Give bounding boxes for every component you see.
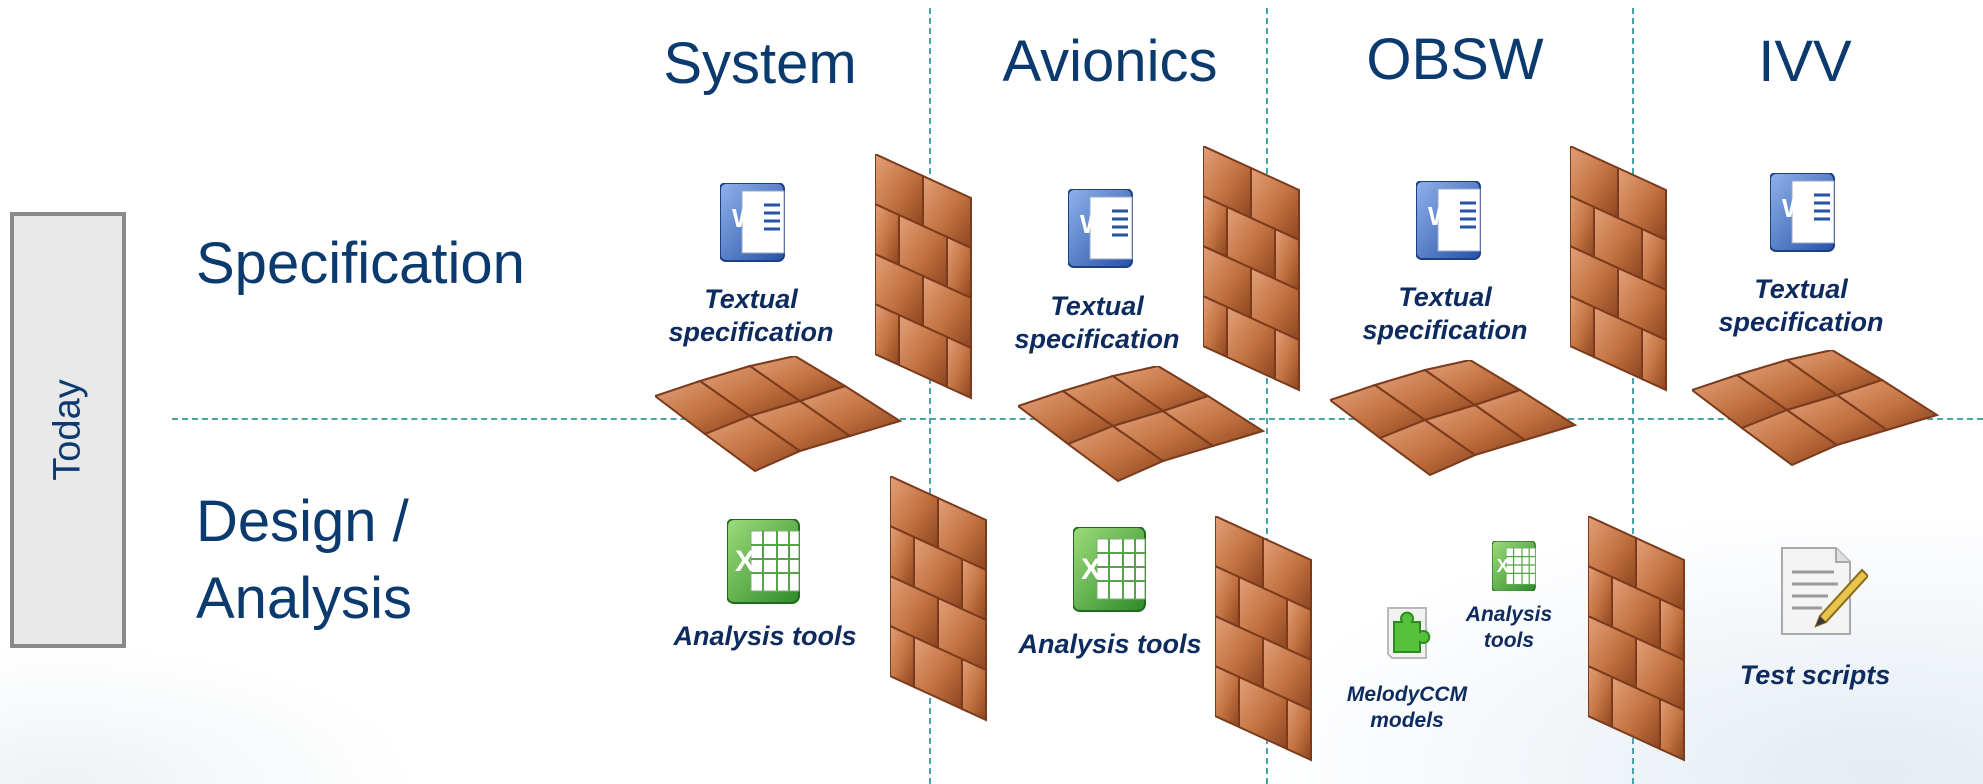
spec-caption-avionics: Textual specification <box>982 290 1212 356</box>
brick-floor-barrier-1 <box>655 356 901 472</box>
column-header-ivv: IVV <box>1758 29 1852 94</box>
column-header-obsw: OBSW <box>1366 27 1544 92</box>
column-header-avionics: Avionics <box>1002 29 1218 94</box>
design-caption-avionics: Analysis tools <box>1018 629 1202 659</box>
row-header-design-line2: Analysis <box>196 566 412 631</box>
spec-caption-line1: Textual <box>1754 274 1848 304</box>
design-caption-ivv: Test scripts <box>1739 660 1891 690</box>
brick-wall-barrier-3 <box>1570 146 1667 391</box>
brick-wall-barrier-5 <box>1215 516 1312 761</box>
row-header-specification: Specification <box>196 231 525 296</box>
brick-wall-barrier-2 <box>1203 146 1300 391</box>
spec-caption-obsw: Textual specification <box>1330 281 1560 347</box>
design-caption-line2: tools <box>1483 629 1535 652</box>
spec-caption-system: Textual specification <box>636 283 866 349</box>
today-label: Today <box>46 379 89 481</box>
row-header-design-line1: Design / <box>196 489 409 554</box>
excel-spreadsheet-icon <box>1073 527 1146 612</box>
word-document-icon <box>720 183 786 263</box>
spec-caption-line1: Textual <box>704 284 798 314</box>
column-divider-2 <box>1266 8 1268 784</box>
column-divider-3 <box>1632 8 1634 784</box>
excel-spreadsheet-icon <box>727 519 800 604</box>
script-document-icon <box>1781 547 1868 635</box>
spec-caption-ivv: Textual specification <box>1686 273 1916 339</box>
spec-caption-line1: Textual <box>1050 291 1144 321</box>
spec-caption-line2: specification <box>668 317 834 347</box>
brick-wall-barrier-1 <box>875 154 972 399</box>
puzzle-piece-icon <box>1387 607 1431 659</box>
brick-wall-barrier-6 <box>1588 516 1685 761</box>
brick-floor-barrier-4 <box>1692 350 1938 466</box>
design-caption-melodyccm: MelodyCCM models <box>1332 682 1482 734</box>
design-caption-system: Analysis tools <box>673 621 857 651</box>
spec-caption-line1: Textual <box>1398 282 1492 312</box>
design-caption-obsw-tools: Analysis tools <box>1434 602 1584 654</box>
word-document-icon <box>1416 181 1482 261</box>
spec-caption-line2: specification <box>1718 307 1884 337</box>
design-caption-line2: models <box>1370 709 1444 732</box>
brick-floor-barrier-3 <box>1330 360 1576 476</box>
word-document-icon <box>1770 173 1836 253</box>
today-label-box <box>10 212 126 648</box>
brick-wall-barrier-4 <box>890 476 987 721</box>
column-divider-1 <box>929 8 931 784</box>
spec-caption-line2: specification <box>1014 324 1180 354</box>
background-haze-left <box>0 644 420 784</box>
spec-caption-line2: specification <box>1362 315 1528 345</box>
column-header-system: System <box>663 31 857 96</box>
excel-spreadsheet-icon <box>1492 541 1536 591</box>
design-caption-line1: Analysis <box>1465 603 1553 626</box>
word-document-icon <box>1068 189 1134 269</box>
design-caption-line1: MelodyCCM <box>1346 683 1468 706</box>
